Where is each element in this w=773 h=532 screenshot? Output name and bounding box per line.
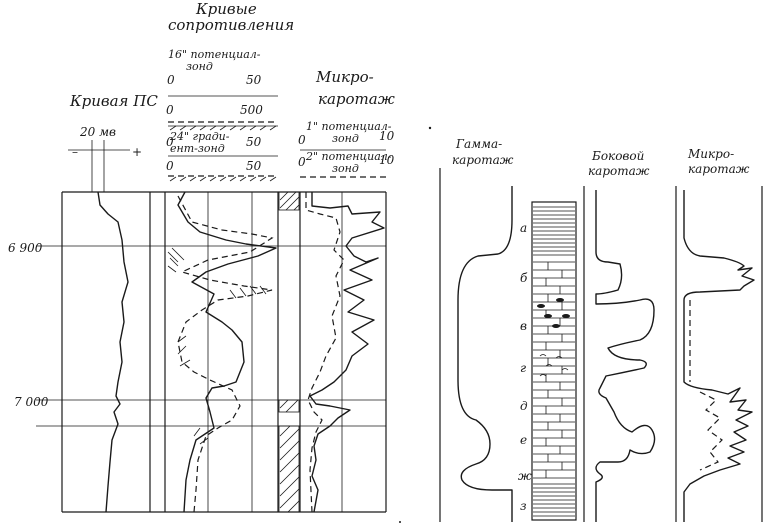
microlog-title-line2: каротаж xyxy=(318,90,395,108)
micro-right-title-line1: Микро- xyxy=(687,147,734,161)
resistivity-group-title: Кривые xyxy=(195,0,257,18)
micro2-label-line1: 2" потенциал- xyxy=(305,150,392,163)
micro2-tick-10: 10 xyxy=(379,153,395,167)
layer-label-d: д xyxy=(520,399,528,413)
microlog-title-line1: Микро- xyxy=(315,68,374,86)
left-log-panel: Кривые сопротивления Кривая ПС Микро- ка… xyxy=(8,0,395,513)
sp-curve xyxy=(97,191,129,513)
grad24-label-line1: 24" гради- xyxy=(169,130,230,143)
micro1-curve xyxy=(309,192,385,513)
res16-tick-0: 0 xyxy=(167,73,175,87)
micro1-tick-0: 0 xyxy=(298,133,306,147)
res16-label-line2: зонд xyxy=(186,60,213,73)
log-grid xyxy=(36,191,387,513)
hatched-intervals xyxy=(278,191,300,513)
micro1-label-line2: зонд xyxy=(332,132,359,145)
grad24-hatch-bar xyxy=(168,125,278,131)
lithology-column: а б в г д е ж з xyxy=(518,201,577,521)
gamma-curve xyxy=(457,186,513,522)
micro1-label-line1: 1" потенциал- xyxy=(306,120,392,133)
layer-label-z: з xyxy=(520,499,527,513)
grad24-tick-50b: 50 xyxy=(246,159,262,173)
res16-tick-0b: 0 xyxy=(166,103,174,117)
sp-plus-sign: + xyxy=(132,145,142,159)
right-track-borders xyxy=(439,168,763,522)
scan-dot-bottom xyxy=(399,521,401,523)
layer-label-v: в xyxy=(520,319,527,333)
depth-label-7000: 7 000 xyxy=(14,395,49,409)
res16-label-line1: 16" потенциал- xyxy=(168,48,261,61)
layer-label-zh: ж xyxy=(518,469,532,483)
grad24-lower-hatch-bar xyxy=(168,175,278,182)
micro2-label-line2: зонд xyxy=(332,162,359,175)
sp-scale-label: 20 мв xyxy=(79,125,116,139)
grad24-label-line2: ент-зонд xyxy=(170,142,225,155)
micro-right-title-line2: каротаж xyxy=(688,162,750,176)
grad24-curve xyxy=(177,195,274,513)
layer-label-g: г xyxy=(520,361,526,375)
res16-tick-500: 500 xyxy=(240,103,263,117)
scan-dot xyxy=(428,126,432,130)
micro2-tick-0: 0 xyxy=(298,155,306,169)
layer-label-a: а xyxy=(520,221,527,235)
layer-label-e: е xyxy=(520,433,527,447)
grad24-tick-0b: 0 xyxy=(166,159,174,173)
sp-curve-title: Кривая ПС xyxy=(69,92,158,110)
micro1-tick-10: 10 xyxy=(379,129,395,143)
gamma-title-line1: Гамма- xyxy=(455,137,502,151)
lateral-title-line1: Боковой xyxy=(591,149,644,163)
resistivity-group-subtitle: сопротивления xyxy=(168,16,294,34)
lateral-title-line2: каротаж xyxy=(588,164,650,178)
micro2-curve xyxy=(305,192,345,513)
sp-minus-sign: – xyxy=(72,145,78,159)
gamma-title-line2: каротаж xyxy=(452,153,514,167)
micro-right-curve-dashed xyxy=(689,300,723,471)
sp-scale-bar xyxy=(68,140,130,192)
res16-tick-50: 50 xyxy=(246,73,262,87)
depth-label-6900: 6 900 xyxy=(8,241,43,255)
grad24-tick-50: 50 xyxy=(246,135,262,149)
lateral-curve xyxy=(595,190,656,522)
grad24-tick-0: 0 xyxy=(166,135,174,149)
resistivity-hatching xyxy=(167,247,267,445)
layer-label-b: б xyxy=(520,271,528,285)
micro-right-curve-solid xyxy=(683,190,755,522)
right-log-panel: Гамма- каротаж Боковой каротаж Микро- ка… xyxy=(439,137,763,522)
res16-curve xyxy=(177,191,277,513)
